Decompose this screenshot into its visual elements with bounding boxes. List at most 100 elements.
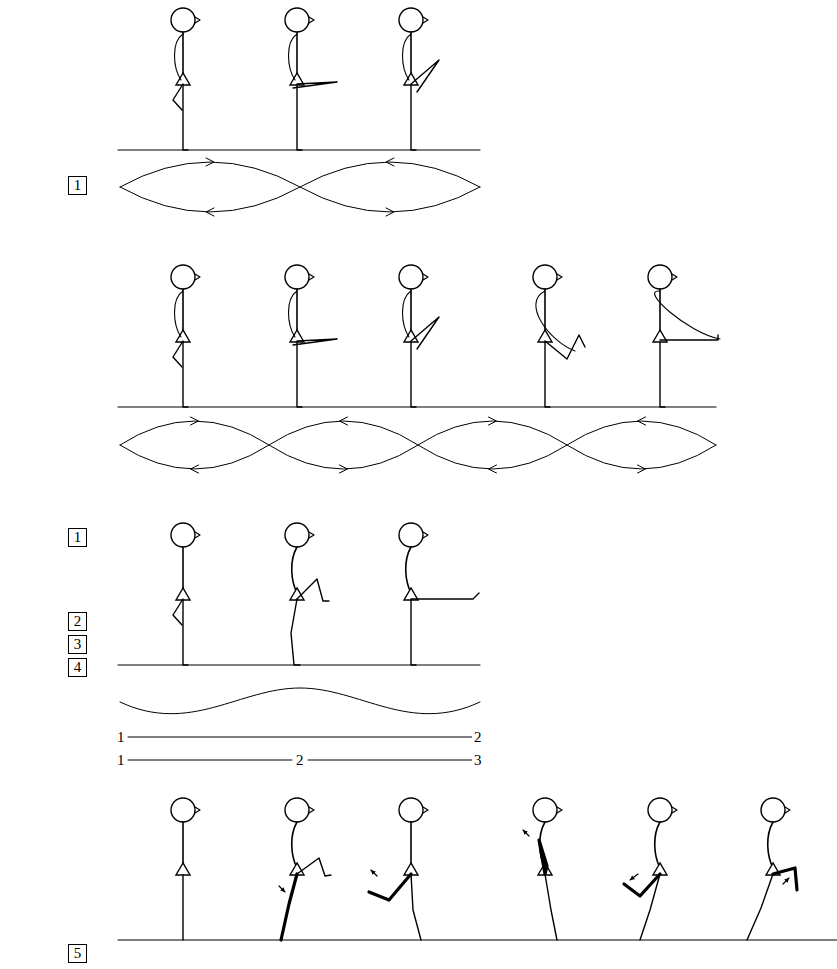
figure-nose <box>785 807 790 813</box>
motion-arrow <box>783 878 789 884</box>
figure-nose <box>195 274 200 280</box>
figure-body <box>296 32 298 78</box>
count-number: 2 <box>472 730 484 745</box>
figure-body <box>182 32 184 78</box>
stick-figure <box>285 8 337 150</box>
figure-arm <box>655 291 720 339</box>
callout-box: 5 <box>68 944 87 963</box>
figure-body <box>410 32 412 78</box>
figure-nose <box>423 807 428 813</box>
figure-head <box>285 523 309 547</box>
figure-leg <box>545 874 557 940</box>
figure-leg <box>173 599 183 625</box>
callout-number: 4 <box>74 660 82 675</box>
callout-box: 4 <box>68 658 87 677</box>
figure-arm <box>175 291 184 337</box>
stick-figure <box>285 265 337 407</box>
callout-number: 1 <box>74 178 82 193</box>
figure-leg <box>183 600 188 665</box>
figure-leg <box>293 82 337 88</box>
figure-nose <box>195 532 200 538</box>
figure-nose <box>557 274 562 280</box>
figure-leg <box>411 317 439 349</box>
wave-path <box>120 688 480 714</box>
motion-arrow <box>523 830 529 836</box>
figure-nose <box>423 274 428 280</box>
figure-leg <box>293 339 337 345</box>
motion-arrow <box>279 886 285 892</box>
figure-nose <box>195 807 200 813</box>
callout-number: 3 <box>74 637 82 652</box>
callout-number: 1 <box>74 530 82 545</box>
hip-triangle <box>538 330 552 342</box>
figure-body <box>182 547 184 593</box>
stick-figure <box>171 8 200 150</box>
figure-nose <box>309 807 314 813</box>
stick-figure <box>523 798 562 940</box>
figure-body <box>182 289 184 335</box>
callout-box: 2 <box>68 612 87 631</box>
figure-arm <box>175 34 184 80</box>
figure-leg <box>545 342 550 407</box>
count-number: 3 <box>472 753 484 768</box>
figure-body <box>655 822 660 868</box>
stick-figure <box>747 798 797 940</box>
figure-head <box>171 523 195 547</box>
figure-body <box>768 822 773 868</box>
figure-leg <box>173 84 183 110</box>
figure-nose <box>309 532 314 538</box>
figure-leg <box>747 874 773 940</box>
figure-leg <box>291 599 300 665</box>
count-number: 1 <box>115 753 127 768</box>
stick-figure <box>369 798 428 940</box>
moving-leg <box>539 840 547 874</box>
figure-head <box>648 265 672 289</box>
figure-nose <box>672 807 677 813</box>
figure-body <box>659 289 661 335</box>
figure-body <box>292 822 297 868</box>
figure-leg <box>411 600 416 665</box>
moving-leg <box>281 874 297 940</box>
stick-figure <box>624 798 677 940</box>
movement-path <box>120 162 480 212</box>
figure-leg <box>182 875 183 940</box>
figure-head <box>399 798 423 822</box>
figure-head <box>761 798 785 822</box>
stick-figure <box>399 523 479 665</box>
figure-leg <box>411 85 416 150</box>
ground-line <box>118 406 716 407</box>
figure-body <box>406 547 411 593</box>
count-line <box>128 737 472 738</box>
figure-nose <box>309 274 314 280</box>
moving-leg <box>624 874 660 896</box>
figure-nose <box>423 532 428 538</box>
motion-arrowhead <box>630 875 635 880</box>
stick-figure <box>171 265 200 407</box>
figure-arm <box>403 34 412 80</box>
callout-number: 5 <box>74 946 82 961</box>
motion-arrow <box>371 870 377 876</box>
figure-nose <box>423 17 428 23</box>
figure-leg <box>183 342 188 407</box>
motion-arrowhead <box>371 870 376 875</box>
stick-figure <box>171 523 200 665</box>
motion-arrowhead <box>784 878 789 883</box>
callout-box: 1 <box>68 176 87 195</box>
figure-nose <box>557 807 562 813</box>
movement-path <box>120 421 716 469</box>
figure-head <box>285 798 309 822</box>
count-number: 1 <box>115 730 127 745</box>
figure-nose <box>309 17 314 23</box>
hip-triangle <box>404 588 418 600</box>
figure-nose <box>672 274 677 280</box>
figure-arm <box>536 291 575 351</box>
callout-number: 2 <box>74 614 82 629</box>
figure-leg <box>297 858 331 876</box>
moving-leg <box>369 874 411 900</box>
figure-head <box>399 8 423 32</box>
moving-leg <box>773 868 797 890</box>
